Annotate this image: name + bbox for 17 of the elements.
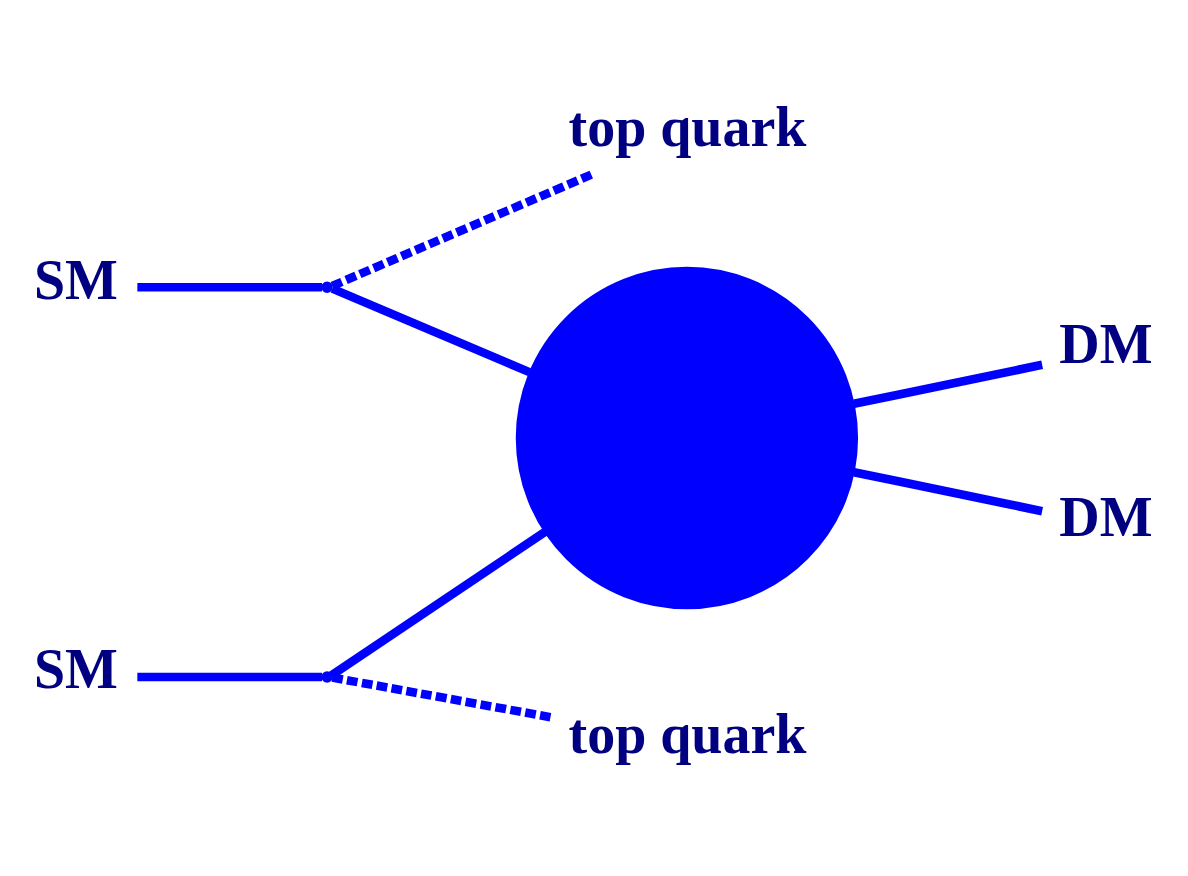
node-text: SM: [33, 638, 118, 701]
connector: [330, 284, 532, 377]
node-text: DM: [1059, 485, 1153, 548]
node-text: SM: [33, 248, 118, 311]
connector: [329, 528, 548, 679]
node-point: [321, 281, 333, 294]
node-point: [321, 671, 333, 683]
connector: [853, 467, 1044, 516]
connector: [137, 283, 322, 292]
node-text: top quark: [568, 702, 807, 765]
connector: [137, 672, 322, 682]
node-text: top quark: [568, 95, 807, 158]
node-text: DM: [1059, 313, 1153, 376]
connector: [331, 673, 552, 722]
node-circle: [515, 266, 859, 610]
connector: [853, 360, 1044, 409]
connector: [330, 170, 593, 290]
